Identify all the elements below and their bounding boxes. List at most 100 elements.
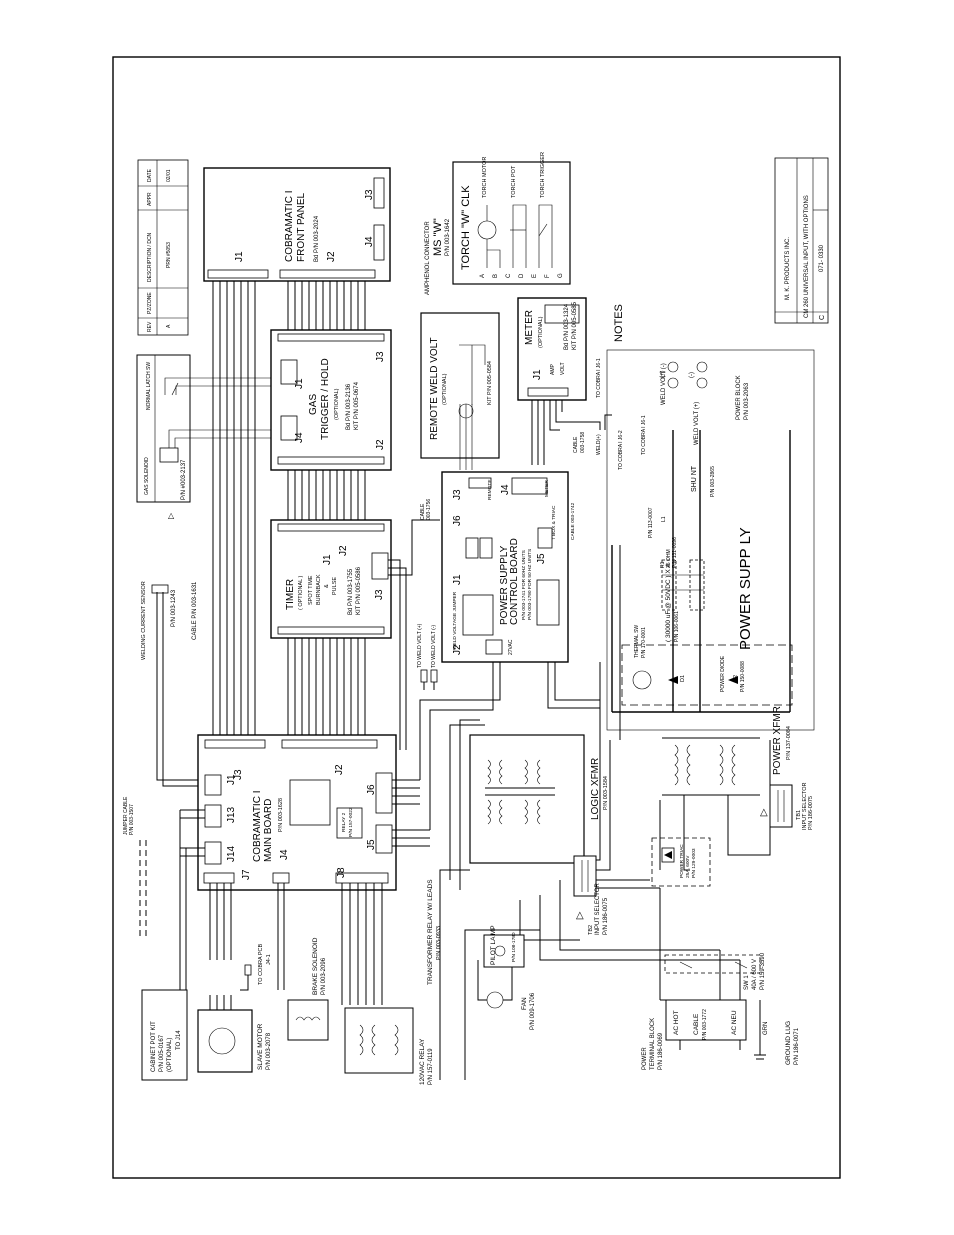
torch-clk-title: TORCH "W" CLK xyxy=(460,185,472,270)
revision-table: REV PZ/ZONE DESCRIPTION / DCN APPR DATE … xyxy=(137,159,189,336)
timer-j2: J2 xyxy=(338,545,349,556)
r1-val: 25 OHM xyxy=(666,549,672,568)
title-drawing-no: 071- 0330 xyxy=(819,244,825,272)
rev-header-rev: REV xyxy=(147,321,153,332)
power-xfmr: POWER XFMR P/N 137-0084 xyxy=(662,706,792,796)
terminal-block-pn: P/N 186-0069 xyxy=(658,1032,664,1070)
terminal-minus: (-) xyxy=(689,372,695,378)
ground-pn: P/N 186-0071 xyxy=(794,1027,800,1065)
meter-amp: AMP xyxy=(550,364,556,376)
main-j13: J13 xyxy=(226,806,237,823)
pscb-cable1: CABLE xyxy=(420,503,426,520)
fan: FAN P/N 009-1706 xyxy=(477,960,536,1030)
weld-volt-plus-label: WELD VOLT (+) xyxy=(694,402,700,445)
gas-solenoid-label: GAS SOLENOID xyxy=(144,457,150,495)
cable-1758-to2: TO COBRA I J6-1 xyxy=(641,415,647,455)
pilot-lamp-label: PILOT LA MP xyxy=(490,925,497,965)
front-panel-j1: J1 xyxy=(234,251,245,262)
torch-pin-g: G xyxy=(558,273,564,278)
sensor-cable: CABLE P/N 003-1631 xyxy=(192,581,198,640)
main-j5: J5 xyxy=(366,839,377,850)
ribbon-timer-main xyxy=(287,519,440,750)
triac-label: POWER TRIAC xyxy=(679,844,685,878)
pscb-j2: J2 xyxy=(452,644,463,655)
main-j1: J1 xyxy=(226,774,237,785)
power-diode-pn: P/N 150-0088 xyxy=(740,661,746,692)
shunt-label: SHU NT xyxy=(691,465,698,492)
brake-label: BRAKE SOLENOID xyxy=(312,937,319,995)
main-j2: J2 xyxy=(334,764,345,775)
torch-clk: TORCH "W" CLK A B C D E F G TORCH MOTOR … xyxy=(452,152,571,285)
cabinet-pot-title: CABINET POT KIT xyxy=(151,1021,157,1072)
gas-trigger-optional: (OPTIONAL) xyxy=(334,388,340,420)
terminal-block-l1: POWER xyxy=(642,1047,648,1070)
bus-wires xyxy=(419,662,741,1080)
title-company: M. K. PRODUCTS INC. xyxy=(785,237,791,300)
main-j14: J14 xyxy=(226,845,237,862)
tb1-selector: INPUT SELECTOR xyxy=(802,782,808,830)
torch-pin-c: C xyxy=(506,273,512,278)
cable-1758-label: CABLE xyxy=(573,436,579,453)
slave-motor-label: SLAVE MOTOR xyxy=(257,1023,264,1070)
terminal-ac-hot: AC HOT xyxy=(673,1010,680,1035)
pscb-jumper: WELD VOLTAGE JUMPER xyxy=(452,591,458,650)
timer-j1: J1 xyxy=(322,554,333,565)
power-diode-label: POWER DIODE xyxy=(720,655,726,692)
terminal-cable-pn: P/N 003-1772 xyxy=(702,1009,708,1040)
front-panel-title2: FRONT PANEL xyxy=(296,192,307,262)
cabinet-pot-pn: P/N 005-0167 xyxy=(159,1034,165,1072)
latch-sw-label: NORMAL LATCH SW xyxy=(146,362,152,410)
thermal-label: THERMAL SW xyxy=(634,625,640,658)
rev-header-date: DATE xyxy=(147,168,153,182)
triac-rating: 25A, 600V xyxy=(685,855,691,878)
main-relay: RELAY 2 xyxy=(341,812,347,832)
main-title2: MAIN BOARD xyxy=(263,799,274,862)
power-xfmr-title: POWER XFMR xyxy=(772,706,783,775)
gas-trigger-title1: GAS xyxy=(308,394,319,415)
torch-trigger-label: TORCH TRIGGER xyxy=(540,152,546,198)
torch-pin-e: E xyxy=(532,274,538,278)
torch-motor-label: TORCH MOTOR xyxy=(482,157,488,198)
fan-icon xyxy=(486,991,504,1009)
timer-l1: SPOT TIME xyxy=(308,575,314,605)
pscb-cable2: CABLE 003-1742 xyxy=(570,502,576,540)
main-pn: P/N 003-1628 xyxy=(278,798,284,832)
ribbon-gas-timer xyxy=(212,395,366,735)
slave-motor-to: TO COBRA PCB xyxy=(258,944,264,985)
rev-row-desc: PRN #5053 xyxy=(166,242,172,268)
power-triac: POWER TRIAC 25A, 600V P/N 129-0003 xyxy=(651,837,711,887)
amphenol-ms: MS "W" xyxy=(432,218,444,256)
timer-l3: & xyxy=(324,584,330,588)
pscb-cable1-pn: 003-1756 xyxy=(426,499,432,520)
tb1-label: TB1 xyxy=(796,810,802,820)
cabinet-pot-kit: CABINET POT KIT P/N 005-0167 (OPTIONAL) … xyxy=(141,989,188,1081)
main-j6: J6 xyxy=(366,784,377,795)
ribbon-front-gas xyxy=(212,281,366,395)
gas-trigger-bd: Bd P/N 003-2136 xyxy=(346,383,352,430)
gas-trigger-board: J1 J4 GAS TRIGGER / HOLD (OPTIONAL) Bd P… xyxy=(270,329,392,471)
timer-bd: Bd P/N 003-1755 xyxy=(348,568,354,615)
front-panel-board: COBRAMATIC I FRONT PANEL Bd P/N 003-2024… xyxy=(203,167,391,282)
cobra-main-board: J1 J3 J13 J14 J7 J4 J8 J2 J6 J5 COBRAMAT… xyxy=(197,734,397,891)
torch-pin-d: D xyxy=(519,273,525,278)
triac-pn: P/N 129-0003 xyxy=(691,848,697,878)
main-title1: COBRAMATIC I xyxy=(252,791,263,862)
pscb-remote: REMOTE xyxy=(487,479,493,500)
power-xfmr-pn: P/N 137-0084 xyxy=(786,726,792,760)
torch-pin-f: F xyxy=(545,274,551,278)
to-weld-volt-minus: TO WELD VOLT (-) xyxy=(431,625,437,668)
cable-1758-to1: TO COBRA I J6-2 xyxy=(618,430,624,470)
terminal-block: POWER TERMINAL BLOCK P/N 186-0069 AC HOT… xyxy=(642,999,747,1070)
fan-label: FAN xyxy=(521,997,528,1010)
front-panel-title1: COBRAMATIC I xyxy=(284,191,295,262)
slave-motor-icon xyxy=(208,1027,236,1055)
timer-l4: PULSE xyxy=(332,577,338,595)
logic-xfmr: LOGIC XFMR P/N 003-1584 xyxy=(469,734,609,864)
gas-trigger-j3: J3 xyxy=(375,351,386,362)
fan-pn: P/N 009-1706 xyxy=(530,992,536,1030)
tb2-label: TB2 xyxy=(588,925,594,935)
gas-trigger-title2: TRIGGER / HOLD xyxy=(320,358,331,440)
meter-volt: VOLT xyxy=(560,362,566,375)
gas-trigger-kit: KIT P/N 005-0674 xyxy=(354,381,360,430)
l1-label: L1 xyxy=(661,516,667,522)
